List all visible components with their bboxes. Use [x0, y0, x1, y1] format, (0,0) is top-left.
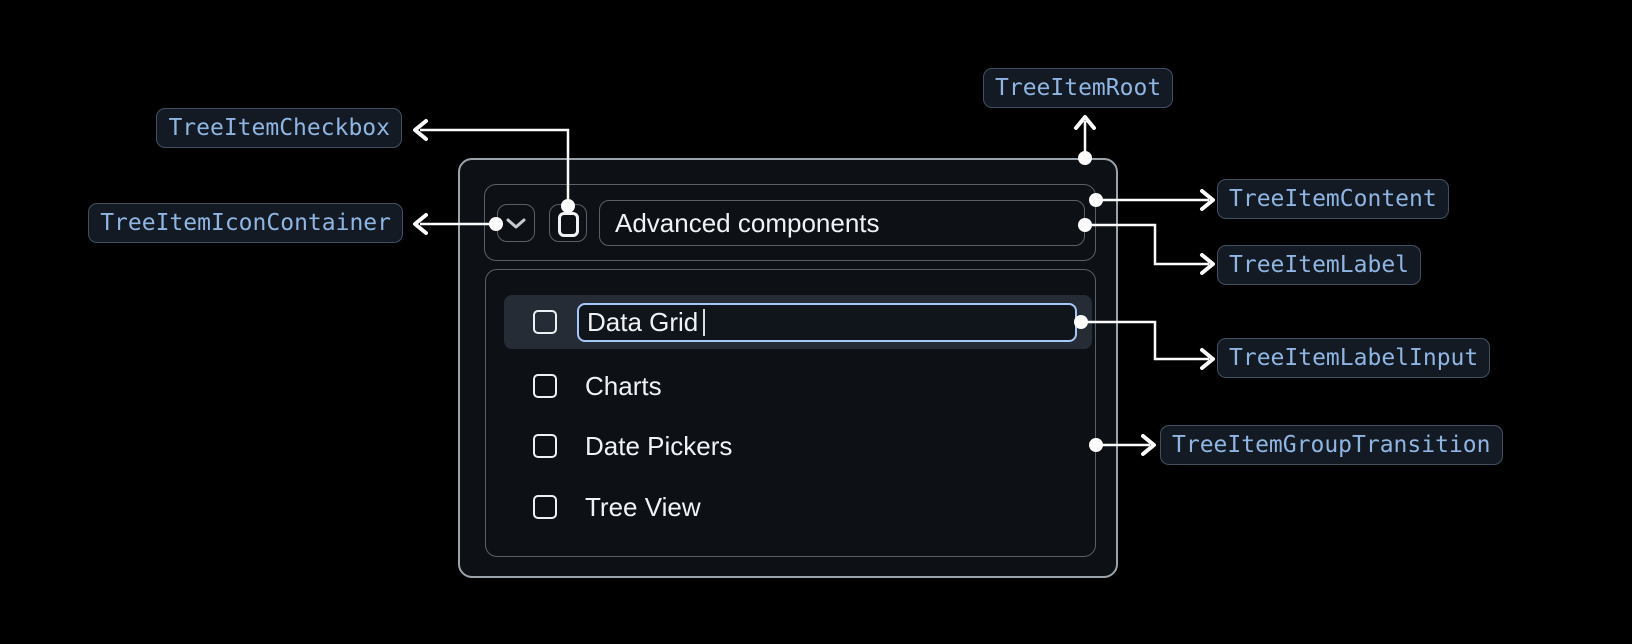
tree-item-label: Charts — [585, 370, 662, 401]
tree-item-row[interactable]: Charts — [504, 362, 1092, 410]
checkbox-unchecked-icon[interactable] — [533, 495, 557, 519]
arrowhead-left — [413, 213, 428, 235]
annotation-chip-tree-item-label: TreeItemLabel — [1217, 245, 1422, 285]
chevron-down-icon — [506, 218, 526, 228]
annotation-chip-tree-item-label-input: TreeItemLabelInput — [1217, 338, 1491, 378]
arrowhead-right — [1141, 434, 1156, 456]
checkbox-unchecked-icon[interactable] — [533, 374, 557, 398]
annotation-chip-tree-item-icon-container: TreeItemIconContainer — [88, 203, 403, 243]
tree-item-group-transition — [485, 269, 1096, 557]
annotation-chip-tree-item-group-transition: TreeItemGroupTransition — [1160, 425, 1503, 465]
arrowhead-left — [413, 119, 428, 141]
tree-item-row-editing[interactable]: Data Grid — [504, 295, 1092, 349]
annotation-chip-tree-item-checkbox: TreeItemCheckbox — [156, 108, 402, 148]
annotation-chip-tree-item-root: TreeItemRoot — [983, 68, 1174, 108]
checkbox-unchecked-icon — [557, 211, 579, 237]
checkbox-unchecked-icon[interactable] — [533, 310, 557, 334]
tree-item-content[interactable] — [484, 184, 1096, 261]
arrowhead-up — [1074, 115, 1096, 130]
parent-item-label: Advanced components — [615, 207, 880, 238]
arrowhead-right — [1200, 253, 1215, 275]
arrowhead-right — [1200, 189, 1215, 211]
text-caret — [703, 308, 706, 336]
tree-item-label: Date Pickers — [585, 430, 733, 461]
tree-item-label[interactable]: Advanced components — [599, 200, 1085, 246]
tree-item-row[interactable]: Date Pickers — [504, 422, 1092, 470]
tree-item-checkbox[interactable] — [549, 204, 587, 242]
checkbox-unchecked-icon[interactable] — [533, 434, 557, 458]
annotation-chip-tree-item-content: TreeItemContent — [1217, 179, 1449, 219]
tree-item-root — [458, 158, 1118, 578]
label-input-value: Data Grid — [587, 306, 699, 337]
tree-item-label: Tree View — [585, 491, 701, 522]
tree-item-label-input[interactable]: Data Grid — [577, 302, 1077, 342]
tree-item-row[interactable]: Tree View — [504, 483, 1092, 531]
tree-item-icon-container[interactable] — [497, 204, 535, 242]
arrowhead-right — [1200, 348, 1215, 370]
